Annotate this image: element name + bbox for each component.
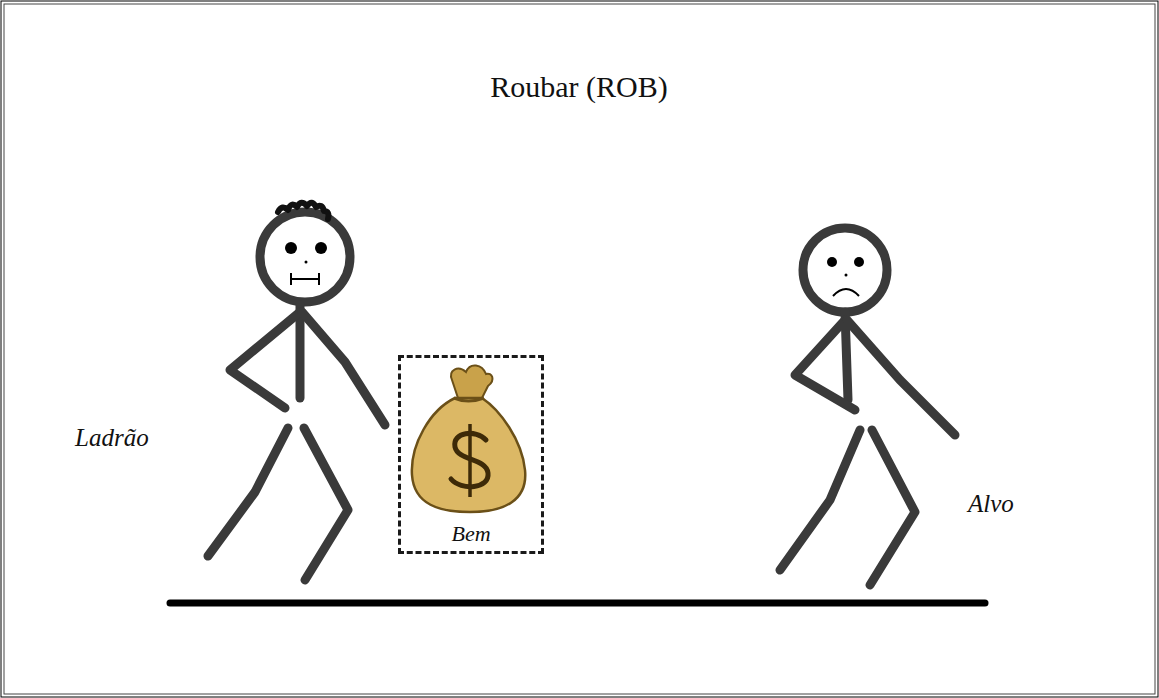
- item-box: Bem: [398, 355, 544, 554]
- figure-label: Alvo: [968, 490, 1014, 518]
- right-leg: [870, 430, 915, 585]
- frown: [833, 289, 859, 296]
- thief-figure: [208, 203, 385, 580]
- head: [803, 228, 887, 312]
- bag-top: [451, 365, 492, 398]
- bag-body: [412, 398, 525, 512]
- money-bag: [412, 365, 525, 512]
- eye: [315, 242, 327, 254]
- head: [260, 212, 350, 302]
- right-leg: [304, 428, 348, 580]
- eye: [854, 257, 864, 267]
- left-leg: [780, 430, 860, 570]
- eye: [827, 257, 837, 267]
- target-figure: [780, 228, 955, 585]
- bag-tie: [454, 398, 484, 401]
- mouth: [291, 273, 319, 285]
- left-arm: [795, 320, 855, 410]
- dollar-sign-bar: [468, 424, 472, 497]
- right-arm: [847, 320, 955, 435]
- nose: [845, 274, 848, 277]
- eye: [285, 242, 297, 254]
- diagram-title: Roubar (ROB): [490, 70, 667, 104]
- left-leg: [208, 428, 288, 556]
- left-arm: [230, 312, 300, 408]
- nose: [305, 261, 308, 264]
- figure-label: Ladrão: [75, 424, 149, 452]
- item-label: Bem: [451, 521, 490, 547]
- inner-frame: [4, 4, 1155, 694]
- right-arm: [302, 312, 385, 425]
- ground-line: [170, 600, 985, 607]
- hair: [278, 203, 329, 219]
